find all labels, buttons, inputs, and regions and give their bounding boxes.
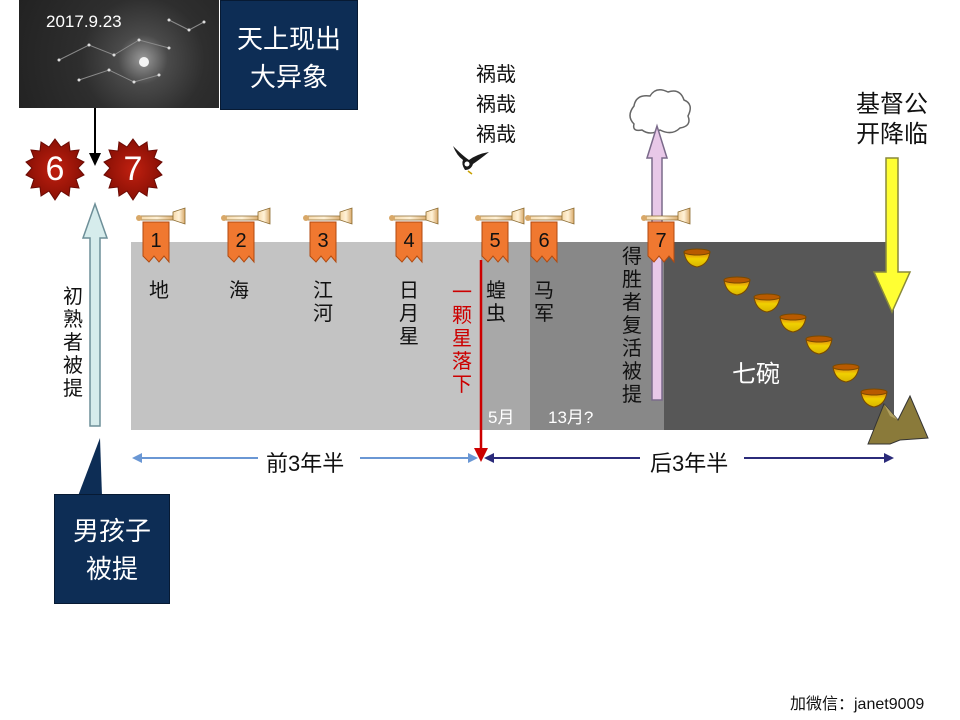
boy-rapture-box: 男孩子 被提: [54, 494, 170, 604]
boy-box-line-2: 被提: [85, 554, 138, 584]
firstfruits-rapture-arrow: [81, 201, 109, 427]
trumpet-4: [389, 207, 439, 225]
cloud-icon: [629, 89, 691, 134]
second-coming-line-2: 开降临: [856, 121, 928, 148]
banner-shape-1: [142, 221, 170, 264]
bowl-7: [860, 388, 888, 408]
constellation-icon: [57, 18, 206, 84]
trumpet-banner-7: 7: [648, 226, 674, 266]
trumpet-label-6: 马 军: [534, 280, 554, 325]
footer-contact: 加微信：janet9009: [790, 696, 925, 713]
trumpet-banner-2: 2: [228, 226, 254, 266]
sign-box: 天上现出 大异象: [220, 0, 358, 110]
trumpet-3: [303, 207, 353, 225]
trumpet-label-1: 地: [149, 280, 169, 302]
trumpet-number: 4: [403, 230, 415, 252]
sky-photo: 2017.9.23: [19, 0, 219, 108]
star-burst-7: [103, 138, 163, 201]
trumpet-7: [641, 207, 691, 225]
trumpet-5: [475, 207, 525, 225]
banner-shape-2: [227, 221, 255, 264]
bowl-3: [753, 293, 781, 313]
trumpet-1: [136, 207, 186, 225]
timeline-band-first-half: [131, 242, 481, 430]
photo-date: 2017.9.23: [46, 12, 122, 31]
overcomers-rapture-arrow: [645, 123, 669, 401]
period-5-label: 5月: [488, 408, 515, 427]
bowl-1: [683, 248, 711, 268]
period-6-label: 13月?: [548, 408, 594, 427]
boy-box-line-1: 男孩子: [72, 516, 151, 546]
boy-callout-pointer: [78, 438, 102, 496]
banner-shape-7: [647, 221, 675, 264]
star-burst-6: [25, 138, 85, 201]
sign-line-1: 天上现出: [236, 24, 341, 54]
trumpet-label-4: 日 月 星: [399, 280, 419, 348]
eagle-icon: [453, 146, 489, 175]
second-coming-line-1: 基督公: [856, 91, 928, 118]
timeline-band-sixth: [530, 242, 664, 430]
star-falls-line: [474, 260, 488, 462]
trumpet-6: [525, 207, 575, 225]
bowl-4: [779, 313, 807, 333]
trumpet-number: 6: [538, 230, 550, 252]
banner-shape-6: [530, 221, 558, 264]
bowl-5: [805, 335, 833, 355]
star-number-7: 7: [123, 150, 143, 188]
trumpet-banner-1: 1: [143, 226, 169, 266]
trumpet-banner-3: 3: [310, 226, 336, 266]
mountain-icon: [867, 394, 929, 445]
first-half-span-arrow: [132, 453, 478, 463]
bowl-6: [832, 363, 860, 383]
star-falls-text: 一 颗 星 落 下: [452, 282, 472, 396]
bowl-2: [723, 276, 751, 296]
trumpet-label-5: 蝗 虫: [486, 280, 506, 325]
star-number-6: 6: [45, 150, 65, 188]
overcomers-text: 得 胜 者 复 活 被 提: [622, 246, 642, 406]
banner-shape-3: [309, 221, 337, 264]
first-half-label: 前3年半: [266, 451, 345, 476]
second-half-label: 后3年半: [650, 451, 729, 476]
woe-2: 祸哉: [476, 94, 516, 116]
trumpet-number: 2: [235, 230, 247, 252]
trumpet-number: 1: [150, 230, 162, 252]
timeline-band-seventh: [664, 242, 894, 430]
trumpet-2: [221, 207, 271, 225]
sign-line-2: 大异象: [249, 62, 328, 92]
trumpet-label-3: 江 河: [313, 280, 333, 325]
woe-3: 祸哉: [476, 124, 516, 146]
seven-bowls-label: 七碗: [732, 361, 780, 388]
second-coming-arrow: [872, 157, 912, 314]
woe-1: 祸哉: [476, 64, 516, 86]
trumpet-number: 5: [489, 230, 501, 252]
trumpet-banner-4: 4: [396, 226, 422, 266]
second-half-span-arrow: [484, 453, 894, 463]
photo-pointer-arrow: [89, 108, 101, 166]
trumpet-banner-5: 5: [482, 226, 508, 266]
banner-shape-4: [395, 221, 423, 264]
trumpet-banner-6: 6: [531, 226, 557, 266]
timeline-band-fifth: [481, 242, 530, 430]
firstfruits-label: 初 熟 者 被 提: [63, 286, 83, 400]
trumpet-number: 7: [655, 230, 667, 252]
banner-shape-5: [481, 221, 509, 264]
trumpet-label-2: 海: [229, 280, 249, 302]
trumpet-number: 3: [317, 230, 329, 252]
